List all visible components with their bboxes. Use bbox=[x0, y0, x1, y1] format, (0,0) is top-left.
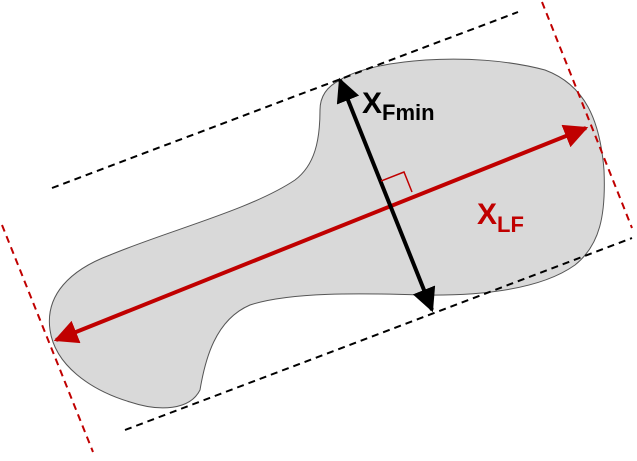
xlf-arrow bbox=[53, 124, 589, 344]
lower-tangent-line bbox=[124, 237, 633, 431]
right-angle-marker bbox=[380, 171, 413, 193]
right-feret-caliper-line bbox=[541, 1, 633, 229]
xlf-label: XLF bbox=[477, 198, 524, 237]
xfmin-arrow bbox=[336, 77, 436, 313]
left-feret-caliper-line bbox=[1, 224, 94, 453]
xfmin-label: XFmin bbox=[362, 87, 435, 125]
